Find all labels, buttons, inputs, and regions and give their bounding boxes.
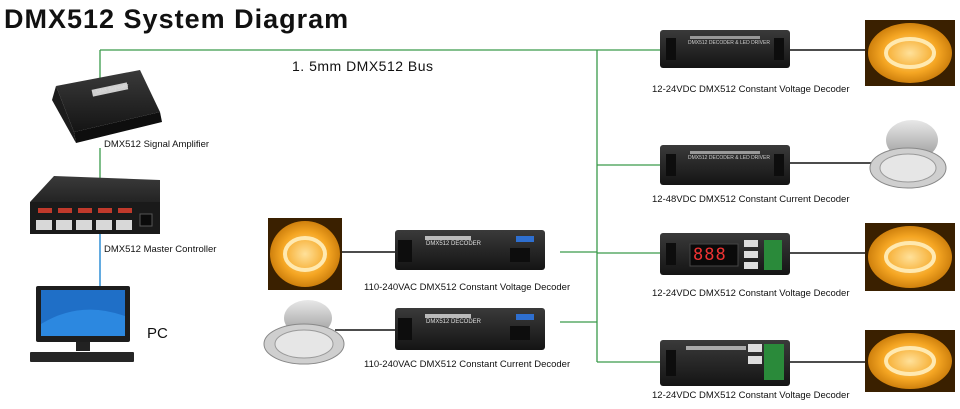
label-decoder-3: 12-24VDC DMX512 Constant Voltage Decoder [652, 288, 850, 299]
decoder-1-plate-text: DMX512 DECODER & LED DRIVER [688, 40, 770, 46]
cc110-plate-text: DMX512 DECODER [426, 319, 482, 325]
decoder-2-plate-text: DMX512 DECODER & LED DRIVER [688, 155, 770, 161]
page-title: DMX512 System Diagram [4, 4, 350, 34]
amplifier-plate [91, 82, 129, 97]
decoder-3-display [689, 243, 739, 267]
label-cv-110v: 110-240VAC DMX512 Constant Voltage Decod… [364, 282, 571, 293]
amplifier-front [74, 112, 162, 143]
cc110-label [425, 314, 471, 318]
label-cc-110v: 110-240VAC DMX512 Constant Current Decod… [364, 359, 571, 370]
cv-110v-decoder-device [395, 230, 545, 270]
label-pc: PC [147, 325, 168, 342]
keyboard [30, 352, 134, 362]
cc-110v-decoder-device [395, 308, 545, 350]
cv110-terminal-right [510, 248, 530, 262]
cc110-terminal-right [510, 326, 530, 340]
cc110-terminal-left [398, 318, 412, 340]
label-master-controller: DMX512 Master Controller [104, 244, 217, 255]
screen-swoosh [41, 309, 125, 336]
signal-amplifier-device [52, 70, 162, 143]
label-amplifier: DMX512 Signal Amplifier [104, 139, 210, 150]
amplifier-top [56, 70, 160, 132]
pc-device [30, 286, 134, 362]
monitor-stand [76, 342, 90, 351]
decoder-2-device [660, 145, 790, 185]
led-strip-load-1 [865, 20, 955, 86]
cc110-body [395, 308, 545, 350]
dmx512-bus-wiring [99, 49, 660, 363]
decoder-2-body [660, 145, 790, 185]
bus-label: 1. 5mm DMX512 Bus [292, 58, 434, 74]
decoder-1-body [660, 30, 790, 68]
decoder-4-device [660, 340, 790, 386]
led-strip-load-cv110 [268, 218, 342, 290]
label-decoder-1: 12-24VDC DMX512 Constant Voltage Decoder [652, 84, 850, 95]
cv110-label [425, 236, 471, 240]
master-controller-device [30, 176, 160, 234]
master-ports [36, 208, 153, 230]
cv110-plate-text: DMX512 DECODER [426, 241, 482, 247]
load-cables [335, 49, 880, 363]
led-strip-load-4 [865, 330, 955, 392]
downlight-load-cc110 [263, 300, 345, 365]
cv110-switch [516, 236, 534, 242]
decoder-3-display-digits: 888 [693, 245, 727, 265]
label-decoder-2: 12-48VDC DMX512 Constant Current Decoder [652, 194, 850, 205]
cv110-terminal-left [398, 240, 412, 262]
decoder-1-device [660, 30, 790, 68]
cc110-switch [516, 314, 534, 320]
decoder-3-device [660, 233, 790, 275]
label-decoder-4: 12-24VDC DMX512 Constant Voltage Decoder [652, 390, 850, 401]
led-strip-load-3 [865, 223, 955, 291]
amplifier-side [52, 86, 76, 143]
downlight-load-2 [869, 120, 947, 189]
